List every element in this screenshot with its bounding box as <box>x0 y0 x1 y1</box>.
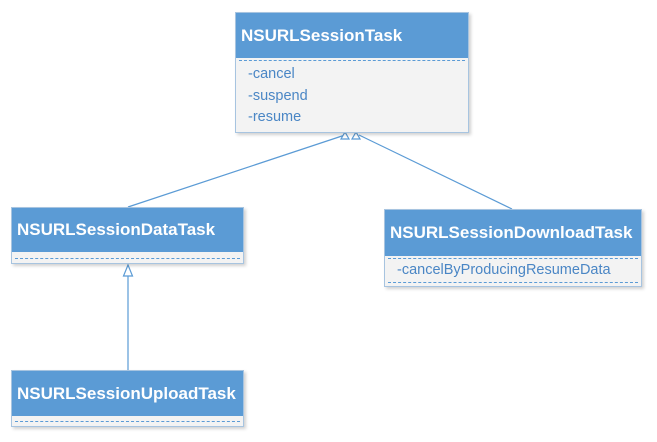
class-title: NSURLSessionDataTask <box>17 220 216 239</box>
class-title: NSURLSessionDownloadTask <box>390 223 633 242</box>
class-separator <box>15 258 240 259</box>
inheritance-arrowhead-datatask-icon <box>122 263 134 277</box>
class-title: NSURLSessionTask <box>241 25 403 45</box>
class-title: NSURLSessionUploadTask <box>17 383 236 403</box>
method-cancel: -cancel <box>248 66 295 82</box>
class-box-nsurlsessiontask: NSURLSessionTask -cancel -suspend -resum… <box>235 12 469 133</box>
method-list: -cancel -suspend -resume <box>236 61 468 129</box>
method-suspend: -suspend <box>248 87 308 104</box>
class-name-nsurlsessiondownloadtask: NSURLSessionDownloadTask <box>385 210 641 256</box>
inheritance-line-datatask-to-sessiontask <box>127 134 346 208</box>
class-box-nsurlsessiondownloadtask: NSURLSessionDownloadTask -cancelByProduc… <box>384 209 642 287</box>
inheritance-arrowhead-right-icon <box>350 130 362 140</box>
class-separator <box>15 421 240 422</box>
class-name-nsurlsessiondatatask: NSURLSessionDataTask <box>12 208 243 252</box>
class-separator <box>388 258 638 259</box>
inheritance-arrowhead-left-icon <box>339 130 351 140</box>
method-list: -cancelByProducingResumeData <box>385 259 641 282</box>
class-name-nsurlsessiontask: NSURLSessionTask <box>236 13 468 58</box>
class-footer-separator <box>388 282 638 283</box>
class-name-nsurlsessionuploadtask: NSURLSessionUploadTask <box>12 371 243 416</box>
class-separator <box>239 60 465 61</box>
class-box-nsurlsessionuploadtask: NSURLSessionUploadTask <box>11 370 244 427</box>
method-resume: -resume <box>248 109 302 125</box>
method-cancelbyproducingresumedata: -cancelByProducingResumeData <box>397 262 611 278</box>
inheritance-line-downloadtask-to-sessiontask <box>358 134 513 210</box>
class-box-nsurlsessiondatatask: NSURLSessionDataTask <box>11 207 244 264</box>
